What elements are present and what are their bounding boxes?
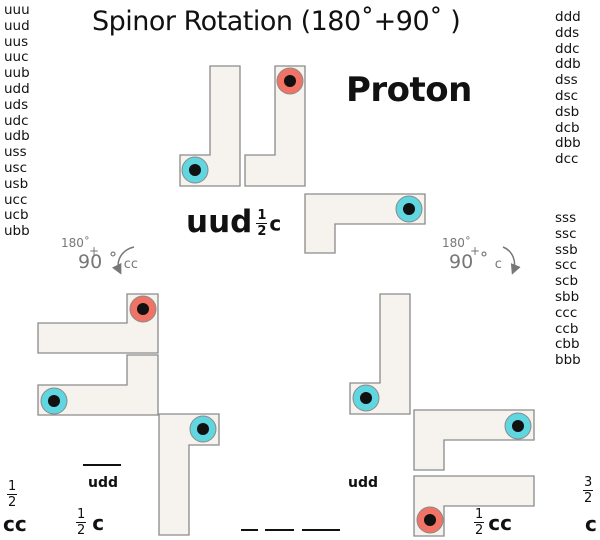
quark-combination: scc [555,257,577,274]
quark-combination: uus [4,33,29,50]
quark-combination: sbb [555,288,580,305]
quark-combination: dcc [555,151,579,168]
left-bottom-l-shape [158,413,220,536]
right-top-l-shape [349,293,411,415]
mid-left-unit: c [92,510,105,535]
mid-left-quark: udd [88,475,119,491]
quark-combination: cbb [555,336,580,353]
quark-combination: dsb [555,103,580,120]
quark-combination: ssc [555,225,577,242]
counterclockwise-arrow-icon [111,246,135,275]
bottom-right-unit: c [585,512,597,536]
right-mid-l-shape [413,409,535,471]
rotation-left-plus: + [89,244,100,258]
right-bottom-l-shape [413,475,535,537]
quark-combination: dds [555,24,580,41]
quark-combination: ccc [555,304,578,321]
quark-combination: bbb [555,352,581,369]
quark-combination: ddd [555,9,581,25]
mid-right-quark: udd [348,475,379,491]
quark-combination: udd [4,80,30,97]
left-mid-l-shape [37,354,159,416]
mid-right-unit: cc [488,510,512,535]
center-quark: uud [186,204,253,240]
quark-combination: ubb [4,223,30,240]
quark-combination: ucb [4,207,29,224]
particle-label: Proton [346,70,472,110]
quark-combination: ccb [555,320,579,337]
quark-combination: udb [4,128,30,145]
quark-combination: ssb [555,241,578,258]
quark-combination: usb [4,175,29,192]
top-mid-l-shape [244,65,306,187]
quark-combination: uub [4,65,30,82]
quark-combination: dcb [555,119,580,136]
left-top-l-shape [37,293,159,354]
rotation-left-bottom: 90 ˚cc [78,251,139,273]
quark-combination: uds [4,96,29,113]
diagram-title: Spinor Rotation (180˚+90˚ ) [92,6,461,37]
quark-combination: ddc [555,40,580,57]
top-left-l-shape [179,65,241,187]
quark-combination: dss [555,72,578,89]
quark-combination: ucc [4,191,28,208]
quark-combination: udc [4,112,29,129]
top-right-l-shape [304,193,426,254]
bottom-left-unit: cc [3,512,27,536]
quark-combination: uss [4,144,27,161]
quark-combination: dbb [555,135,581,152]
quark-combination: usc [4,159,28,176]
clockwise-arrow-icon [502,246,521,275]
quark-combination: uuu [4,2,30,18]
quark-combination: dsc [555,87,579,104]
quark-combination: scb [555,273,579,290]
quark-combination: ddb [555,56,581,73]
rotation-right-bottom: 90 ˚c [449,251,502,273]
rotation-right-top: 180˚ [442,236,471,250]
quark-combination: sss [555,210,577,226]
quark-combination: uud [4,17,30,34]
center-unit: c [269,211,282,236]
rotation-left-top: 180˚ [61,236,90,250]
rotation-right-plus: + [470,244,481,258]
quark-combination: uuc [4,49,29,66]
